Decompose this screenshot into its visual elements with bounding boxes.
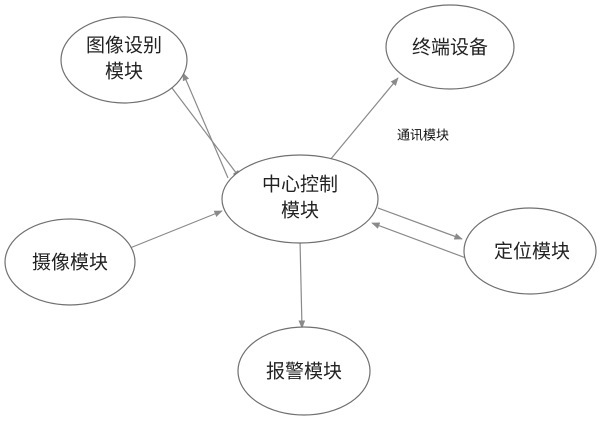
node-image-recognition: 图像设别 模块 bbox=[60, 16, 188, 104]
node-camera-label: 摄像模块 bbox=[32, 252, 108, 274]
node-central-control: 中心控制 模块 bbox=[221, 154, 379, 244]
edge-center-to-image-recognition bbox=[182, 72, 229, 179]
edge-center-to-positioning bbox=[377, 207, 463, 240]
node-positioning-label: 定位模块 bbox=[494, 241, 570, 263]
edge-camera-to-center bbox=[129, 210, 223, 249]
node-central-control-label-line1: 中心控制 bbox=[262, 174, 338, 196]
node-alarm: 报警模块 bbox=[237, 326, 371, 416]
edge-center-to-alarm bbox=[298, 239, 306, 329]
edges bbox=[129, 72, 467, 329]
node-image-recognition-label-line2: 模块 bbox=[105, 61, 143, 83]
node-camera: 摄像模块 bbox=[4, 218, 136, 306]
node-terminal-device-label: 终端设备 bbox=[412, 37, 488, 59]
edge-positioning-to-center bbox=[371, 222, 467, 259]
node-terminal-device: 终端设备 bbox=[385, 4, 515, 90]
node-image-recognition-label-line1: 图像设别 bbox=[86, 35, 162, 57]
edge-label-communication: 通讯模块 bbox=[397, 129, 449, 144]
node-central-control-label-line2: 模块 bbox=[281, 200, 319, 222]
node-positioning: 定位模块 bbox=[463, 207, 597, 295]
node-alarm-label: 报警模块 bbox=[266, 361, 342, 383]
edge-center-to-terminal bbox=[329, 77, 399, 161]
edge-image-recognition-to-center bbox=[171, 87, 241, 179]
